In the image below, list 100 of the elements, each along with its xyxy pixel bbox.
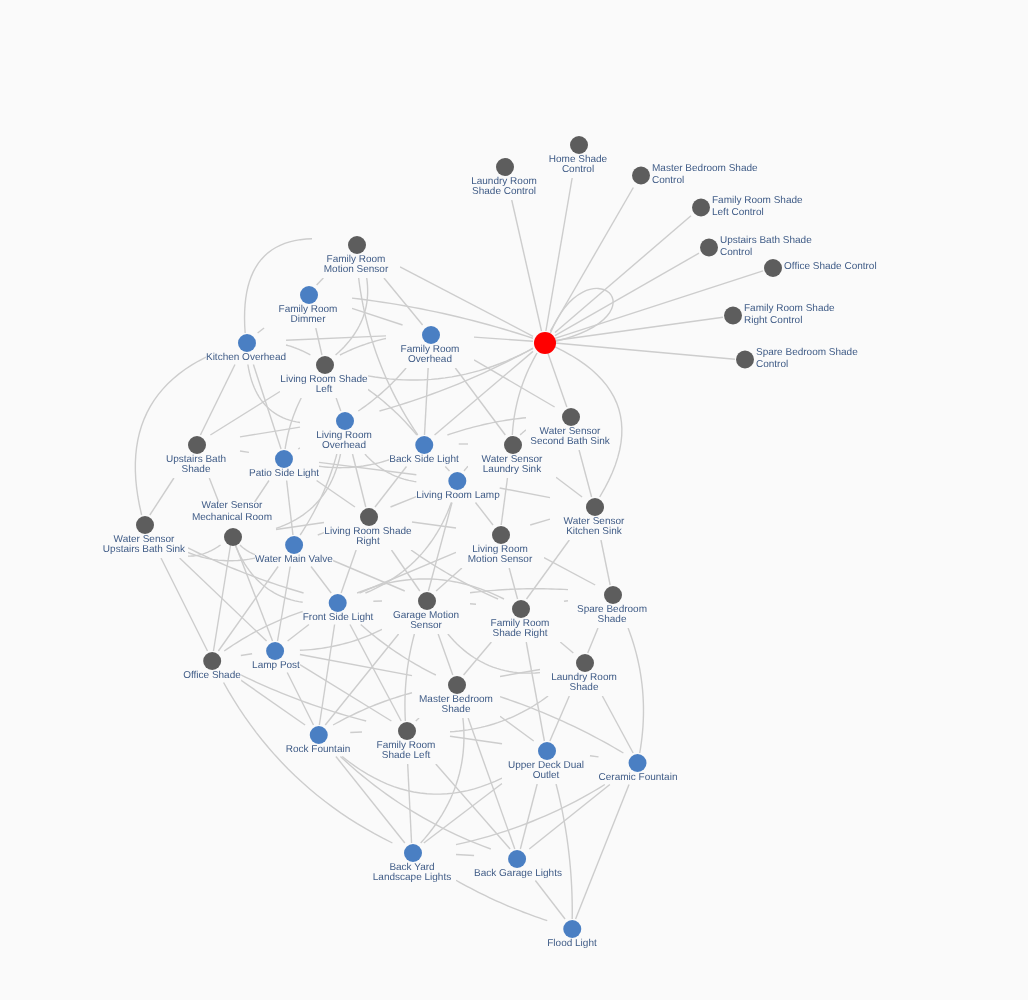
connector-line xyxy=(462,641,493,676)
connector-line xyxy=(499,696,625,754)
connector-line xyxy=(349,623,402,722)
connector-line xyxy=(247,363,301,424)
connector-line xyxy=(444,465,451,472)
connector-line xyxy=(547,352,568,408)
connector-line xyxy=(364,453,417,483)
connector-line xyxy=(276,565,291,642)
connector-line xyxy=(437,633,454,676)
connector-line xyxy=(234,544,274,642)
connector-line xyxy=(187,544,222,557)
connector-line xyxy=(574,783,630,920)
connector-line xyxy=(299,653,413,677)
connector-line xyxy=(383,277,424,326)
connector-line xyxy=(275,453,342,530)
connector-line xyxy=(217,565,279,652)
connector-line xyxy=(256,327,265,334)
connector-line xyxy=(627,627,645,754)
connector-line xyxy=(209,390,281,436)
connector-line xyxy=(351,453,367,508)
connector-line xyxy=(315,327,323,356)
connector-line xyxy=(499,715,535,742)
connector-line xyxy=(239,426,301,438)
connector-line xyxy=(335,397,342,412)
connector-line xyxy=(335,755,406,844)
connector-line xyxy=(315,277,325,286)
connector-line xyxy=(187,547,305,594)
connector-line xyxy=(357,277,419,436)
connector-line xyxy=(332,692,413,726)
connector-line xyxy=(534,879,566,920)
connector-line xyxy=(554,346,623,498)
connector-line xyxy=(554,270,764,340)
connector-line xyxy=(275,521,325,531)
connector-line xyxy=(240,679,306,726)
connector-line xyxy=(212,544,232,652)
connector-line xyxy=(149,477,175,516)
connector-line xyxy=(474,501,494,526)
connector-line xyxy=(357,367,407,412)
connector-line xyxy=(299,628,383,651)
connector-line xyxy=(511,352,538,436)
connector-line xyxy=(549,695,571,742)
connector-line xyxy=(310,565,332,594)
connector-line xyxy=(178,557,268,642)
connector-line xyxy=(500,477,509,526)
connector-line xyxy=(420,717,465,844)
connector-line xyxy=(455,879,548,922)
connector-line xyxy=(360,623,437,676)
connector-line xyxy=(435,567,463,592)
connector-line xyxy=(578,449,593,498)
connector-line xyxy=(473,336,534,342)
connector-line xyxy=(351,297,534,339)
connector-line xyxy=(499,668,541,678)
connector-line xyxy=(407,763,413,844)
connector-line xyxy=(433,350,534,436)
connector-line xyxy=(358,551,457,594)
connector-line xyxy=(318,459,390,469)
connector-line xyxy=(390,549,421,592)
connector-line xyxy=(374,465,408,508)
connector-line xyxy=(600,539,611,586)
connector-line xyxy=(554,252,700,337)
connector-line xyxy=(554,215,692,334)
connector-line xyxy=(455,853,475,857)
connector-line xyxy=(511,199,543,332)
connector-line xyxy=(455,783,606,846)
connector-line xyxy=(285,479,294,536)
connector-line xyxy=(332,559,406,592)
connector-line xyxy=(473,359,556,408)
connector-line xyxy=(423,367,429,436)
connector-line xyxy=(411,521,457,529)
connector-line xyxy=(528,783,611,850)
connector-line xyxy=(317,531,325,536)
connector-line xyxy=(299,664,393,722)
connector-line xyxy=(356,578,505,600)
connector-line xyxy=(286,671,315,726)
node-circle xyxy=(533,331,555,353)
connector-line xyxy=(315,479,356,508)
connector-line xyxy=(399,266,534,337)
connector-line xyxy=(554,342,736,360)
connector-line xyxy=(435,763,511,850)
connector-line xyxy=(349,731,363,734)
connector-line xyxy=(285,344,312,356)
connector-line xyxy=(341,755,503,795)
connector-line xyxy=(199,363,236,436)
connector-line xyxy=(222,681,394,844)
connector-line xyxy=(239,450,250,454)
connector-line xyxy=(252,363,282,450)
connector-line xyxy=(549,186,635,332)
connector-line xyxy=(240,674,367,722)
connector-line xyxy=(454,367,506,436)
connector-line xyxy=(243,238,313,334)
connector-line xyxy=(285,335,387,341)
connector-line xyxy=(240,653,253,657)
connector-line xyxy=(499,487,551,499)
connector-line xyxy=(187,551,256,562)
connector-line xyxy=(519,783,538,850)
connector-line xyxy=(587,627,599,654)
connector-line xyxy=(378,347,534,412)
connector-line xyxy=(284,397,302,450)
connector-line xyxy=(449,735,503,745)
connector-line xyxy=(410,549,499,600)
